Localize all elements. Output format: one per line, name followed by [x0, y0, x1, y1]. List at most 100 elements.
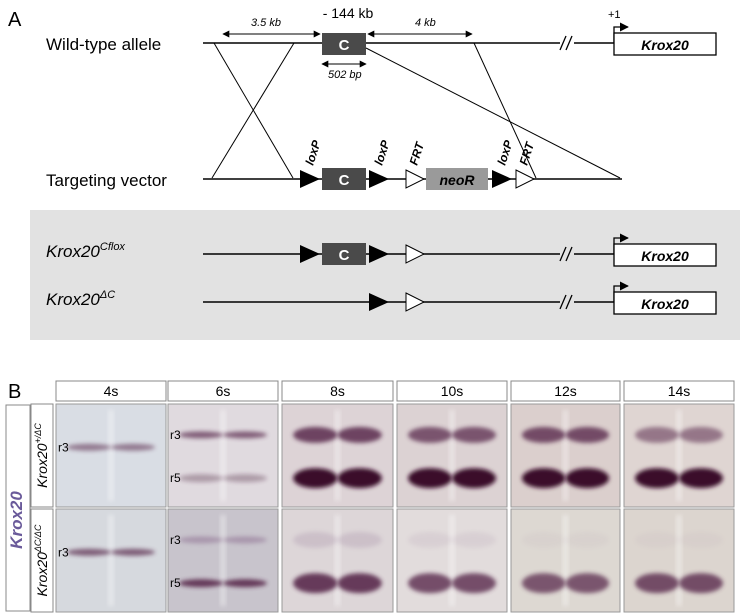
r3-label: r3 — [170, 428, 181, 442]
targeting-vector-row: Targeting vector C neoR loxP loxP FRT lo… — [46, 138, 622, 190]
gene-box — [613, 32, 717, 56]
recombined-alleles-panel — [30, 210, 740, 340]
cflox-break-mark — [559, 246, 573, 262]
genotype-label-frame — [30, 508, 54, 613]
stain-label-frame — [5, 404, 31, 612]
embryo-image — [281, 403, 394, 508]
r3-stain — [521, 531, 566, 548]
frt-site-1 — [405, 169, 426, 189]
loxp-label-1: loxP — [303, 138, 324, 167]
embryo-image: r3 — [55, 403, 167, 508]
r5-stain — [565, 573, 610, 594]
embryo-midline — [676, 515, 682, 606]
r3-stain — [521, 426, 566, 443]
r3-stain — [179, 536, 223, 544]
homology-lines — [211, 42, 621, 179]
cflox-gene-box — [613, 243, 717, 267]
distance-right-label: 4 kb — [415, 17, 436, 29]
genotype-label: Krox20ΔC/ΔC — [33, 524, 50, 596]
embryo-midline — [108, 515, 114, 606]
r3-stain — [408, 531, 452, 548]
frt-label-1: FRT — [407, 139, 428, 167]
r3-label: r3 — [170, 533, 181, 547]
targeting-vector-label: Targeting vector — [46, 171, 167, 190]
embryo-midline — [562, 515, 569, 606]
neor-label: neoR — [440, 172, 476, 188]
stage-header-label: 4s — [104, 383, 119, 399]
r3-stain — [111, 443, 155, 451]
embryo-midline — [220, 410, 226, 501]
embryo-midline — [220, 515, 226, 606]
embryo-midline — [334, 515, 341, 606]
stage-header-label: 12s — [554, 383, 577, 399]
stage-header-box — [167, 380, 279, 402]
r3-stain — [635, 426, 679, 443]
r3-stain — [293, 531, 338, 548]
embryo-midline — [449, 410, 455, 501]
r5-stain — [679, 573, 723, 594]
r3-stain — [679, 426, 723, 443]
stain-label: Krox20 — [7, 491, 26, 549]
r3-stain — [179, 431, 223, 439]
vector-c-box — [322, 168, 366, 190]
r3-stain — [67, 548, 111, 556]
r3-stain — [452, 531, 496, 548]
loxp-site-2 — [369, 170, 389, 188]
embryo-image — [510, 403, 621, 508]
r5-stain — [337, 468, 382, 489]
r5-stain — [408, 573, 452, 594]
cflox-frt — [405, 244, 426, 264]
r5-stain — [452, 468, 496, 489]
embryo-midline — [449, 515, 455, 606]
embryo-midline — [676, 410, 682, 501]
r3-stain — [223, 431, 267, 439]
r5-stain — [223, 579, 267, 588]
frt-site-2 — [515, 169, 536, 189]
r3-stain — [223, 536, 267, 544]
r5-stain — [293, 468, 338, 489]
c-element-box — [322, 33, 366, 55]
r3-stain — [565, 426, 610, 443]
embryo-image — [623, 403, 735, 508]
cflox-loxp-2 — [369, 245, 389, 263]
r3-stain — [337, 531, 382, 548]
loxp-site-1 — [300, 170, 320, 188]
embryo-midline — [108, 410, 114, 501]
delta-c-allele-label: Krox20ΔC — [46, 289, 115, 309]
r3-stain — [293, 426, 338, 443]
stage-header-box — [623, 380, 735, 402]
r3-stain — [635, 531, 679, 548]
distance-left-label: 3.5 kb — [251, 17, 281, 29]
wild-type-label: Wild-type allele — [46, 35, 161, 54]
stage-header-label: 6s — [216, 383, 231, 399]
r5-stain — [408, 468, 452, 489]
panel-b-label: B — [8, 381, 21, 403]
r5-stain — [635, 573, 679, 594]
loxp-label-3: loxP — [495, 138, 516, 167]
delta-c-frt — [405, 292, 426, 312]
r5-stain — [337, 573, 382, 594]
cflox-c-box — [322, 243, 366, 265]
r5-label: r5 — [170, 576, 181, 590]
embryo-image — [396, 403, 508, 508]
r3-stain — [337, 426, 382, 443]
r3-stain — [67, 443, 111, 451]
gene-label: Krox20 — [641, 37, 689, 53]
r5-stain — [179, 579, 223, 588]
stage-header-box — [510, 380, 621, 402]
embryo-image — [281, 508, 394, 613]
r5-stain — [635, 468, 679, 489]
delta-c-loxp — [369, 293, 389, 311]
cflox-allele-row: Krox20Cflox C Krox20 — [46, 233, 717, 267]
loxp-label-2: loxP — [372, 138, 393, 167]
stage-header-box — [396, 380, 508, 402]
delta-c-break-mark — [559, 294, 573, 310]
position-c-label: - 144 kb — [323, 5, 374, 21]
r5-stain — [565, 468, 610, 489]
vector-c-label: C — [339, 172, 350, 189]
embryo-midline — [334, 410, 341, 501]
